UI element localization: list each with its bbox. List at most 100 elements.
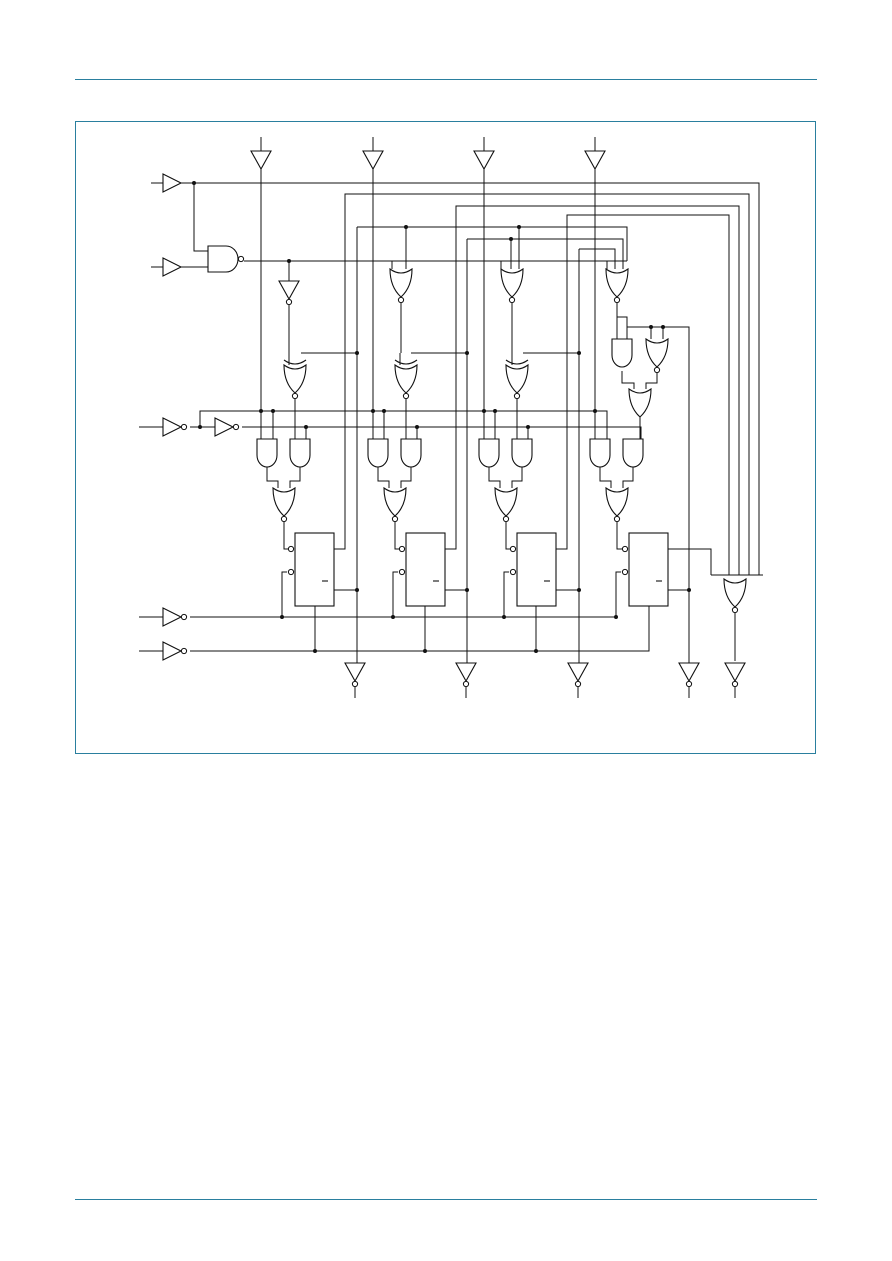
junction-dot — [465, 588, 469, 592]
input-buffer — [162, 173, 183, 193]
xor-body — [283, 363, 307, 394]
inverting-input-buffer — [162, 607, 183, 627]
header-rule — [75, 79, 817, 80]
junction-dot — [382, 409, 386, 413]
buffer-triangle — [162, 641, 183, 661]
buffer-triangle — [344, 662, 366, 683]
output-buffer — [724, 662, 746, 683]
buffer-triangle — [724, 662, 746, 683]
junction-dots — [192, 181, 691, 653]
junction-dot — [391, 615, 395, 619]
inversion-bubble — [508, 296, 516, 304]
buffer-triangle — [214, 417, 235, 437]
inversion-bubble — [280, 515, 288, 523]
inversion-bubble — [285, 298, 293, 306]
junction-dot — [280, 615, 284, 619]
logic-diagram — [139, 137, 763, 698]
carry-or-gate — [389, 267, 413, 298]
ff-clock-bubble — [509, 568, 517, 576]
or-body — [605, 267, 629, 298]
or-body — [723, 577, 747, 608]
clock-tap — [615, 571, 621, 617]
or-body — [500, 267, 524, 298]
wire — [289, 467, 301, 488]
data-input-buffer — [362, 150, 384, 171]
carry-or-gate — [605, 267, 629, 298]
and-gate — [622, 438, 644, 468]
xor-input-arc — [283, 359, 307, 365]
junction-dot — [661, 325, 665, 329]
or-body — [628, 387, 652, 418]
feedback-2 — [445, 205, 740, 575]
inversion-bubble — [232, 423, 240, 431]
inversion-bubble — [180, 423, 188, 431]
or-gate — [383, 486, 407, 517]
junction-dot — [198, 425, 202, 429]
inversion-bubble — [685, 680, 693, 688]
flip-flop-box — [628, 532, 669, 607]
and-gate — [289, 438, 311, 468]
carry-or-gate — [500, 267, 524, 298]
output-buffer — [455, 662, 477, 683]
inversion-bubble — [180, 613, 188, 621]
junction-dot — [502, 615, 506, 619]
ff-clock-bubble — [621, 568, 629, 576]
inverting-input-buffer — [162, 417, 183, 437]
and-gate — [589, 438, 611, 468]
feedback-1 — [334, 193, 750, 575]
wire — [645, 373, 658, 389]
junction-dot — [355, 588, 359, 592]
and-body — [589, 438, 611, 468]
inverting-input-buffer — [162, 641, 183, 661]
ff-data-input — [394, 522, 402, 550]
junction-dot — [577, 588, 581, 592]
flip-flop-box — [516, 532, 557, 607]
xor-gate — [505, 359, 529, 394]
buffer-triangle — [473, 150, 495, 171]
inversion-bubble — [237, 255, 245, 263]
and-body — [611, 338, 633, 368]
junction-dot — [404, 225, 408, 229]
data-input-buffer — [584, 150, 606, 171]
clock-tap — [392, 571, 398, 617]
wire — [621, 371, 635, 389]
or-gate — [605, 486, 629, 517]
flip-flop — [405, 532, 446, 607]
xor-body — [505, 363, 529, 394]
inverting-buffer — [278, 280, 300, 301]
wire — [511, 467, 523, 488]
xor-gate — [394, 359, 418, 394]
footer-rule — [75, 1199, 817, 1200]
buffer-triangle — [362, 150, 384, 171]
carry-bus-1 — [357, 226, 628, 261]
buffer-triangle — [162, 417, 183, 437]
and-body — [400, 438, 422, 468]
junction-dot — [687, 588, 691, 592]
junction-dot — [577, 351, 581, 355]
junction-dot — [526, 425, 530, 429]
buffer-triangle — [567, 662, 589, 683]
ff-data-input — [616, 522, 625, 550]
and-gate — [478, 438, 500, 468]
junction-dot — [313, 649, 317, 653]
carry-bus-2 — [467, 238, 624, 269]
ff-clock-bubble — [287, 568, 295, 576]
wire — [599, 467, 612, 488]
junction-dot — [259, 409, 263, 413]
inversion-bubble — [351, 680, 359, 688]
junction-dot — [509, 237, 513, 241]
inversion-bubble — [731, 680, 739, 688]
diagram-frame — [75, 121, 816, 754]
mode-bus-b — [242, 426, 642, 439]
inversion-bubble — [291, 392, 299, 400]
and-body — [256, 438, 278, 468]
junction-dot — [649, 325, 653, 329]
junction-dot — [271, 409, 275, 413]
data-input-buffer — [473, 150, 495, 171]
wire — [488, 467, 501, 488]
inversion-bubble — [180, 647, 188, 655]
inversion-bubble — [653, 366, 661, 374]
gates — [162, 150, 747, 688]
wire — [622, 467, 634, 488]
and-body — [367, 438, 389, 468]
